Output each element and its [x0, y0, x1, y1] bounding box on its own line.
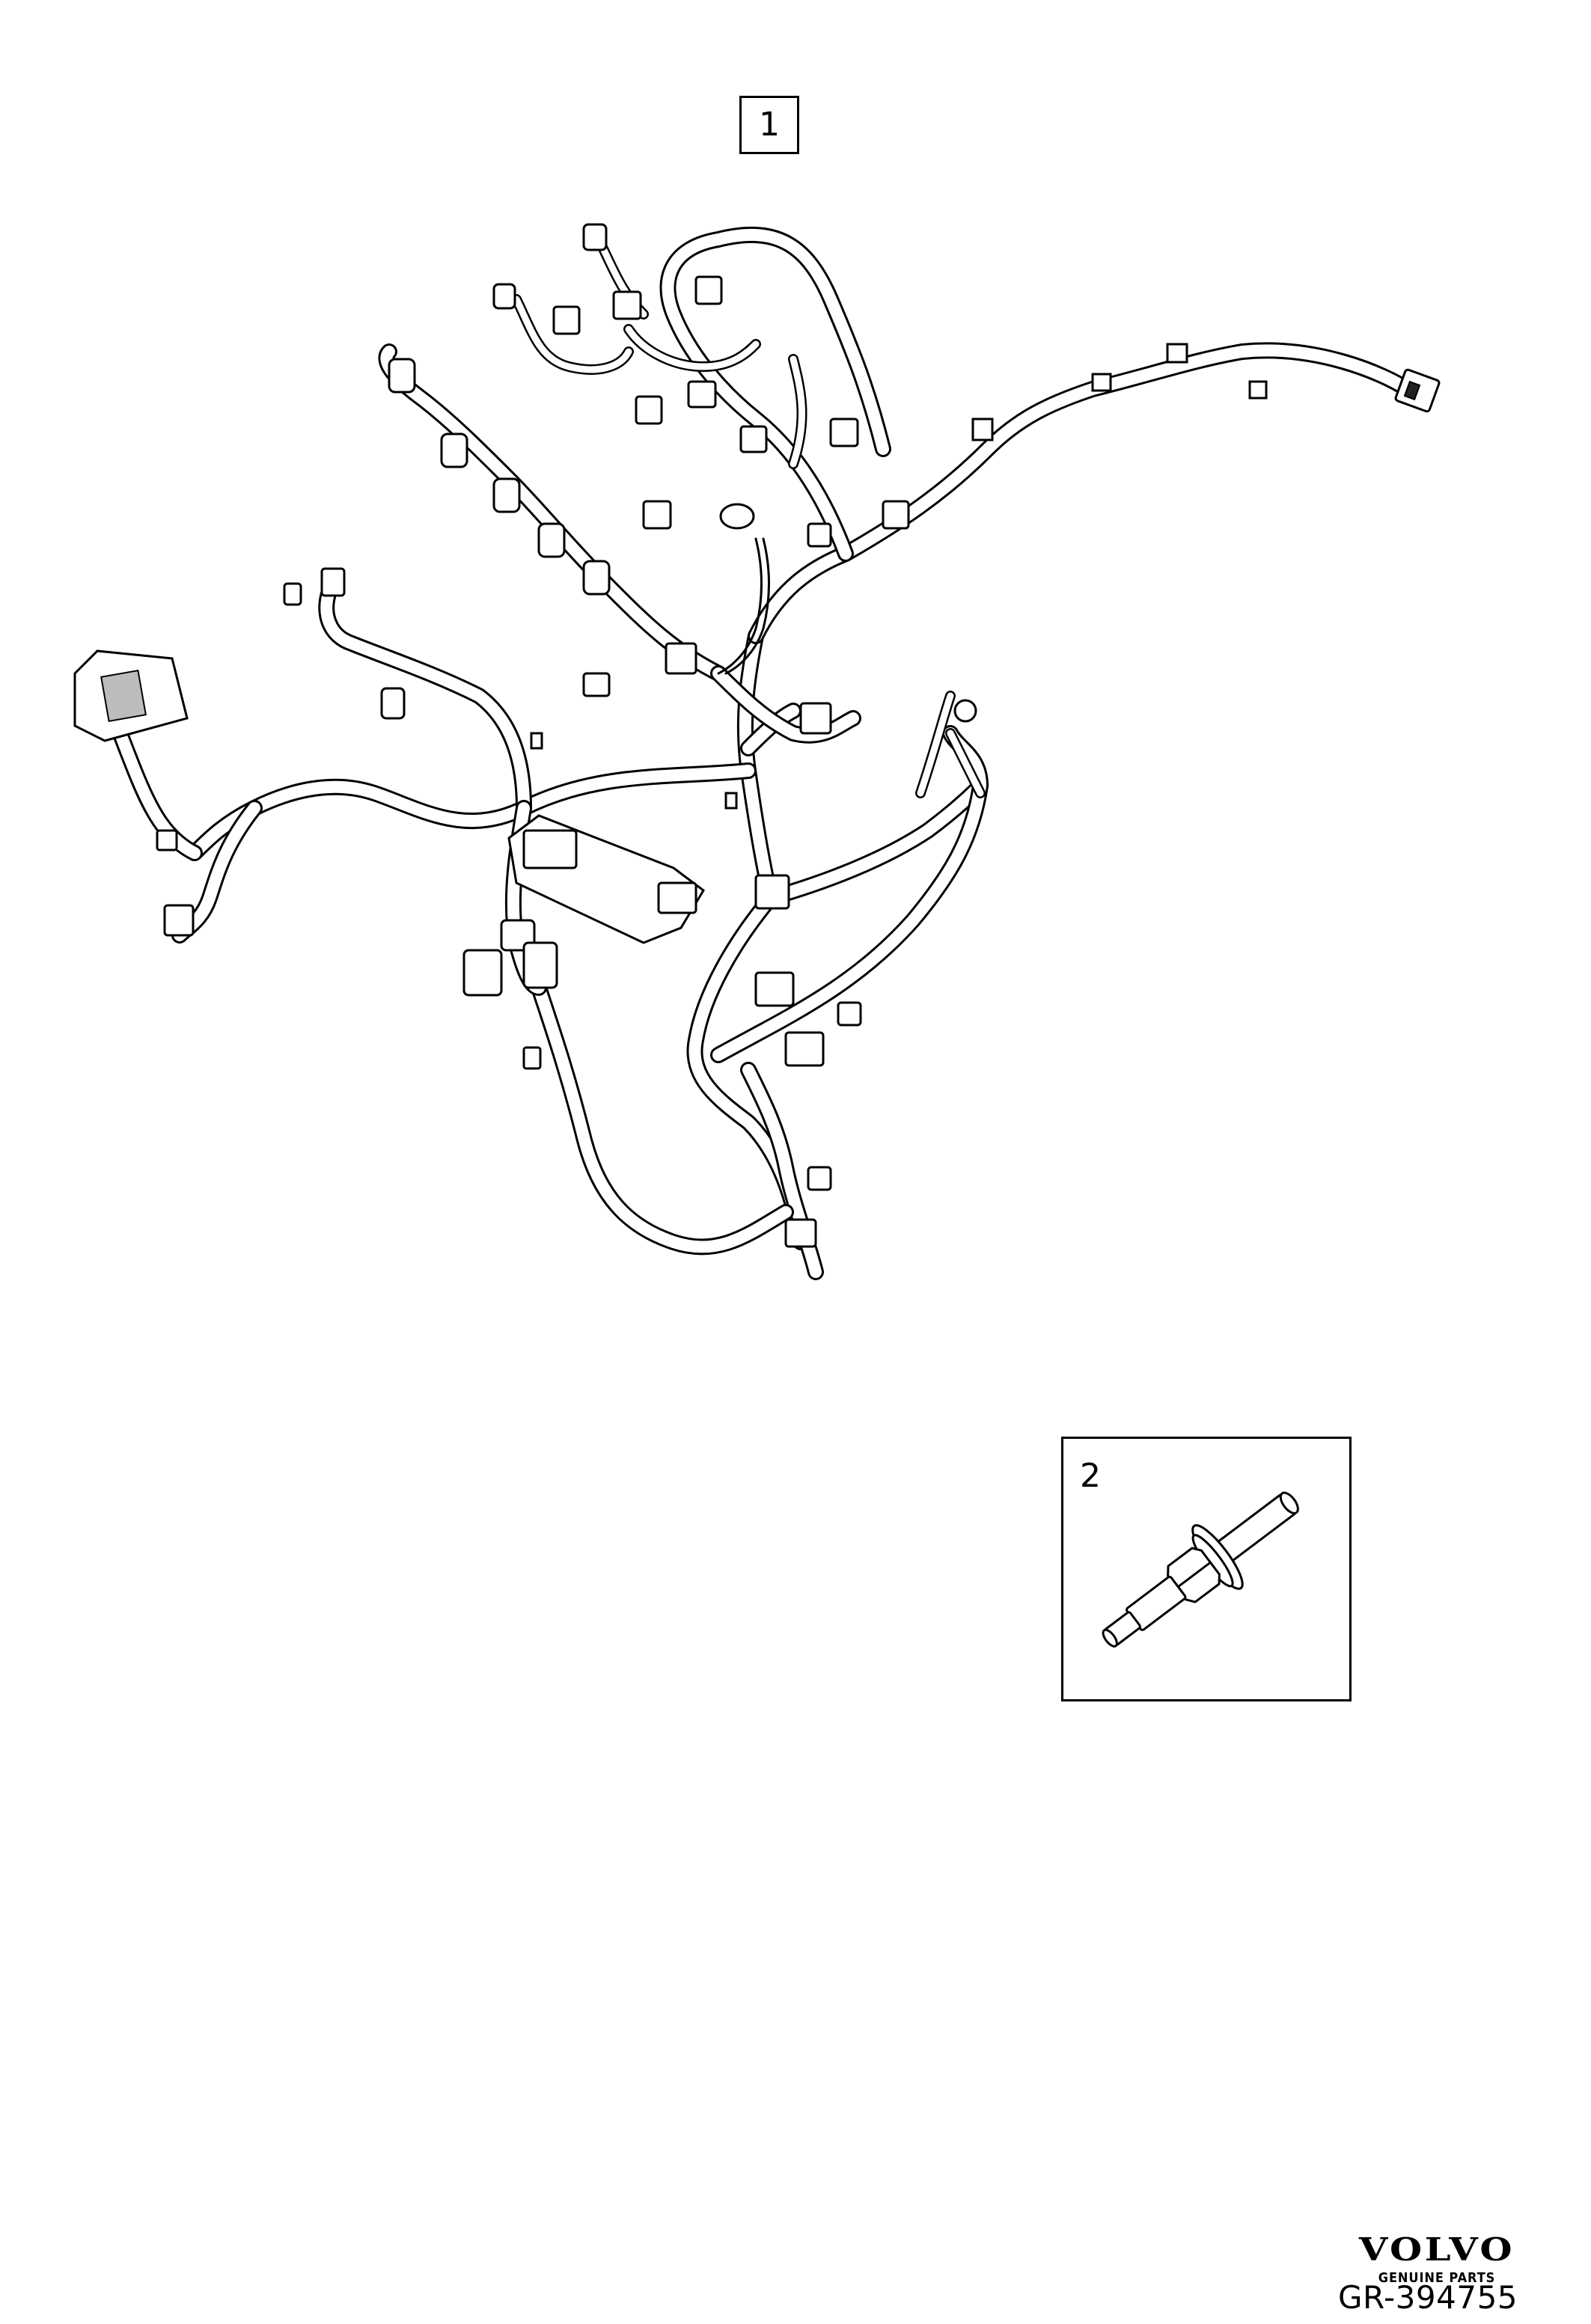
detail-box-item-2: 2	[1061, 1437, 1352, 1701]
callout-item-1-number: 1	[759, 106, 780, 144]
genuine-parts-tagline: GENUINE PARTS	[1378, 2270, 1496, 2286]
diagram-reference-code: GR-394755	[1338, 2279, 1518, 2316]
callout-item-1: 1	[739, 96, 799, 154]
harness-connectors	[73, 223, 1441, 1248]
harness-main-trunks	[97, 226, 1415, 1280]
wiring-harness-drawing	[73, 223, 1441, 1280]
volvo-brand-mark: VOLVO GENUINE PARTS	[1332, 2234, 1542, 2287]
stud-bolt-drawing	[1102, 1491, 1299, 1648]
callout-item-2-number: 2	[1080, 1457, 1101, 1495]
volvo-logo: VOLVO	[1358, 2231, 1515, 2268]
